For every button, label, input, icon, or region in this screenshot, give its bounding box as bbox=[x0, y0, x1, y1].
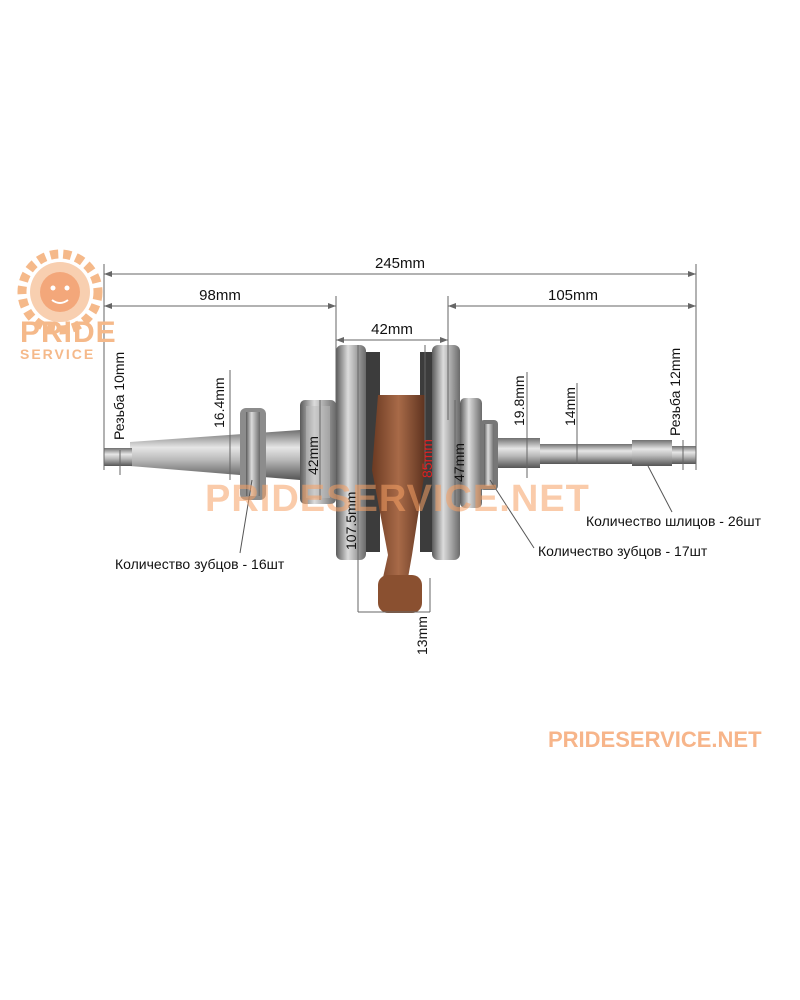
left-thread-label: Резьба 10mm bbox=[111, 352, 127, 440]
rod-small-end-label: 13mm bbox=[414, 616, 430, 655]
left-shaft-label: 98mm bbox=[199, 287, 241, 304]
logo-service-text: SERVICE bbox=[20, 346, 96, 362]
right-gear-dia-label: 19.8mm bbox=[511, 375, 527, 426]
dimension-arrows bbox=[104, 271, 696, 343]
right-shaft-label: 105mm bbox=[548, 287, 598, 304]
logo-pride-text: PRIDE bbox=[20, 316, 117, 349]
right-drive-gear bbox=[480, 420, 498, 490]
rod-length-label: 85mm bbox=[419, 439, 435, 478]
left-bearing bbox=[300, 400, 336, 504]
right-thread-label: Резьба 12mm bbox=[667, 348, 683, 436]
gear-logo-icon bbox=[17, 249, 103, 335]
connecting-rod bbox=[372, 395, 425, 613]
dimension-lines bbox=[103, 264, 697, 613]
left-gear-dia-label: 16.4mm bbox=[211, 377, 227, 428]
right-bearing-dia-label: 47mm bbox=[451, 443, 467, 482]
center-watermark: PRIDESERVICE.NET bbox=[205, 478, 590, 520]
splines-callout: Количество шлицов - 26шт bbox=[586, 513, 762, 529]
left-teeth-callout: Количество зубцов - 16шт bbox=[115, 556, 285, 572]
flywheel-dia-label: 107.5mm bbox=[343, 492, 359, 550]
left-drive-gear bbox=[240, 408, 266, 500]
callout-leaders bbox=[239, 465, 673, 554]
web-width-label: 42mm bbox=[371, 321, 413, 338]
right-shaft-dia-label: 14mm bbox=[562, 387, 578, 426]
total-length-label: 245mm bbox=[375, 255, 425, 272]
left-bearing-dia-label: 42mm bbox=[305, 436, 321, 475]
footer-url: PRIDESERVICE.NET bbox=[548, 727, 762, 752]
right-bearing bbox=[460, 398, 482, 508]
right-teeth-callout: Количество зубцов - 17шт bbox=[538, 543, 708, 559]
